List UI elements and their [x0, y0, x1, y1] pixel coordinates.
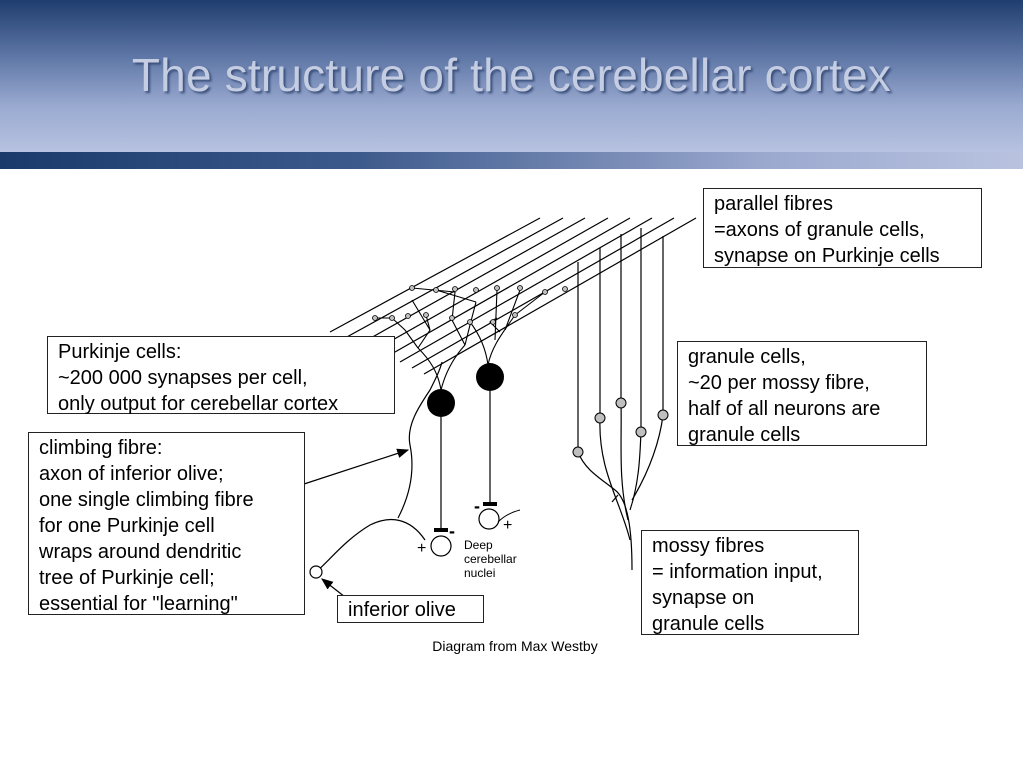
minus-symbol: -	[449, 521, 455, 541]
slide-header	[0, 0, 1023, 152]
parallel-fibre	[374, 217, 609, 351]
climbing-fibre-arrow	[303, 448, 410, 485]
granule-axons	[577, 228, 664, 452]
parallel-fibre	[399, 217, 653, 363]
inferior-olive-cell	[309, 565, 323, 579]
mossy-branch	[629, 431, 642, 511]
parallel-fibre	[387, 217, 631, 357]
granule-cells-label: granule cells, ~20 per mossy fibre, half…	[677, 341, 927, 446]
parallel-fibre	[423, 217, 697, 375]
dendrite-spines	[372, 285, 568, 325]
deep-nuclei-label-2: cerebellar	[464, 552, 517, 566]
collateral	[497, 509, 521, 523]
climbing-fibre-label: climbing fibre: axon of inferior olive; …	[28, 432, 305, 615]
plus-symbol: +	[417, 540, 426, 557]
parallel-fibre	[329, 217, 541, 333]
inferior-olive-label: inferior olive	[337, 595, 484, 623]
parallel-fibres-label: parallel fibres =axons of granule cells,…	[703, 188, 982, 268]
purkinje-cells-label: Purkinje cells: ~200 000 synapses per ce…	[47, 336, 395, 415]
purkinje-cell-body	[476, 363, 504, 391]
climbing-fibre	[315, 518, 426, 573]
mossy-branch	[631, 414, 664, 501]
inhibitory-synapse	[483, 502, 497, 506]
granule-cell	[594, 412, 606, 424]
deep-nucleus-cell	[478, 508, 500, 530]
inferior-olive-arrow	[321, 578, 346, 598]
purkinje-cell-body	[427, 389, 455, 417]
deep-nucleus-cell	[430, 535, 452, 557]
deep-nuclei-label-3: nuclei	[464, 566, 495, 580]
granule-cells	[572, 397, 669, 458]
granule-cell	[572, 446, 584, 458]
mossy-fibres-label: mossy fibres = information input, synaps…	[641, 530, 859, 635]
mossy-branch	[599, 417, 631, 541]
inhibitory-synapse	[434, 528, 448, 532]
header-bar	[0, 152, 1023, 169]
granule-cell	[635, 426, 647, 438]
climbing-fibre	[397, 361, 443, 519]
mossy-branch	[577, 451, 633, 571]
plus-symbol: +	[503, 517, 512, 534]
granule-cell	[657, 409, 669, 421]
minus-symbol: -	[474, 496, 480, 516]
diagram-credit: Diagram from Max Westby	[432, 638, 598, 654]
deep-nuclei-label-1: Deep	[464, 538, 493, 552]
slide-title: The structure of the cerebellar cortex	[131, 49, 892, 101]
mossy-branch	[620, 402, 629, 521]
mossy-branch	[611, 494, 619, 503]
granule-cell	[615, 397, 627, 409]
purkinje-dendrites	[375, 287, 546, 391]
